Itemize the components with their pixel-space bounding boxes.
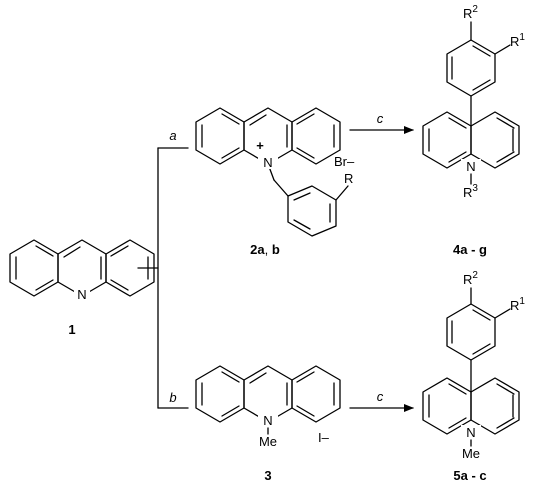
compound-4-r2: R2 <box>463 4 478 21</box>
compound-2-nitrogen: N <box>263 155 272 170</box>
branch-bracket: a b <box>137 128 189 409</box>
step-b-label: b <box>169 390 176 405</box>
compound-5-label: 5a - c <box>453 468 486 483</box>
compound-2-benzylacridinium: N + Br– R 2a, b <box>195 107 355 257</box>
compound-2-charge: + <box>256 138 264 153</box>
compound-4-nitrogen: N <box>466 159 475 174</box>
compound-5-r1: R1 <box>510 296 525 313</box>
compound-3-nitrogen: N <box>263 413 272 428</box>
compound-2-counter-ion: Br– <box>334 154 355 169</box>
compound-2-label: 2a, b <box>250 242 280 257</box>
compound-4-r3: R3 <box>463 183 478 200</box>
compound-2-substituent: R <box>344 171 353 186</box>
compound-1-label: 1 <box>68 322 75 337</box>
compound-3-methyl: Me <box>259 434 277 449</box>
compound-3-label: 3 <box>264 468 271 483</box>
compound-1-acridine: N 1 <box>9 239 155 337</box>
compound-3-methylacridinium: N Me I– 3 <box>195 365 341 483</box>
step-a-label: a <box>169 128 176 143</box>
step-c-bottom-label: c <box>377 389 384 404</box>
compound-1-nitrogen: N <box>77 287 86 302</box>
arrow-step-c-bottom: c <box>349 389 414 412</box>
compound-4-r1: R1 <box>510 32 525 49</box>
arrow-step-c-top: c <box>349 111 414 134</box>
compound-5-methyl: Me <box>462 446 480 461</box>
compound-5-dihydroacridine: N Me R2 R1 5a - c <box>422 270 525 483</box>
compound-5-nitrogen: N <box>466 425 475 440</box>
compound-3-counter-ion: I– <box>318 430 330 445</box>
compound-4-dihydroacridine: N R3 R2 R1 4a - g <box>422 4 525 257</box>
compound-5-r2: R2 <box>463 270 478 287</box>
compound-4-label: 4a - g <box>453 242 487 257</box>
step-c-top-label: c <box>377 111 384 126</box>
